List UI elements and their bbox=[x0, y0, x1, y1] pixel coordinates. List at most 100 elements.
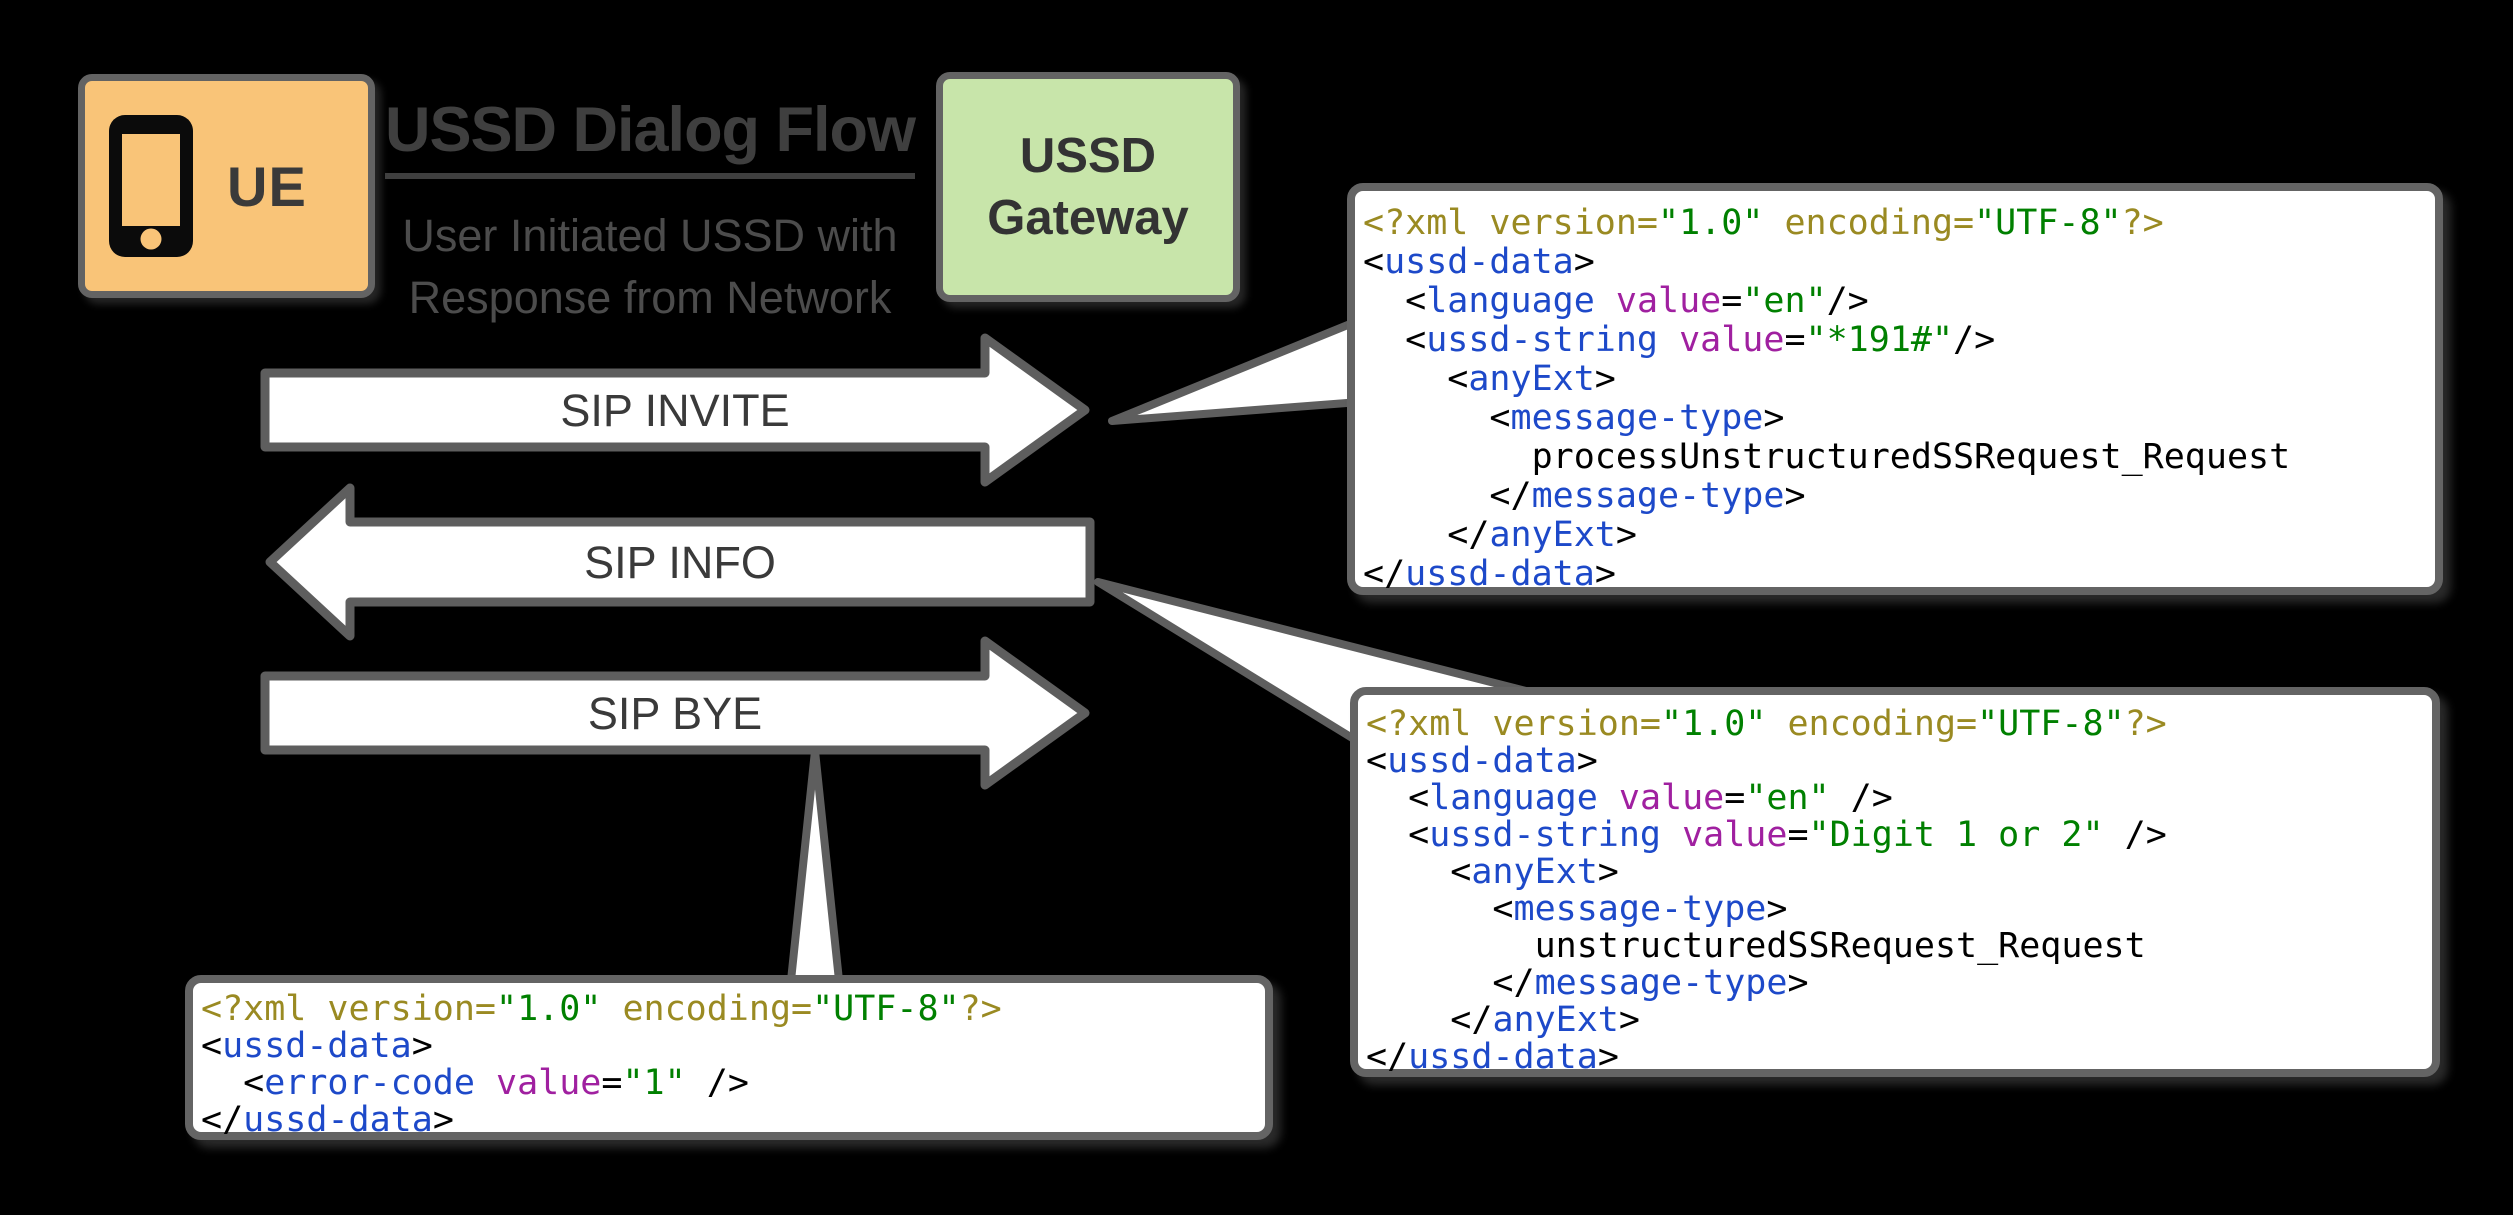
code-line: <ussd-string value="*191#"/> bbox=[1363, 321, 2429, 360]
code-token: > bbox=[1763, 398, 1785, 438]
code-token: <?xml version= bbox=[1366, 704, 1662, 744]
code-token: > bbox=[1766, 889, 1788, 929]
code-token: value bbox=[1615, 281, 1722, 321]
code-token: > bbox=[1615, 515, 1637, 555]
code-line: </ussd-data> bbox=[201, 1102, 1259, 1139]
code-token: message-type bbox=[1510, 398, 1764, 438]
diagram-subtitle: User Initiated USSD with Response from N… bbox=[330, 205, 970, 329]
code-token bbox=[1598, 778, 1619, 818]
sip-bye-xml-code: <?xml version="1.0" encoding="UTF-8"?><u… bbox=[201, 991, 1259, 1139]
callout-wedge-sip-bye bbox=[786, 747, 844, 994]
code-line: <anyExt> bbox=[1363, 360, 2429, 399]
code-token: <?xml version= bbox=[201, 989, 497, 1029]
code-token: /> bbox=[2103, 815, 2167, 855]
code-token: ?> bbox=[2121, 203, 2164, 243]
code-line: processUnstructuredSSRequest_Request bbox=[1363, 438, 2429, 477]
code-token: ussd-data bbox=[1387, 741, 1577, 781]
code-token: anyExt bbox=[1471, 852, 1598, 892]
code-token bbox=[1661, 815, 1682, 855]
code-line: </ussd-data> bbox=[1366, 1039, 2426, 1076]
code-token: anyExt bbox=[1492, 1000, 1619, 1040]
code-token: message-type bbox=[1531, 476, 1785, 516]
code-token: processUnstructuredSSRequest_Request bbox=[1363, 437, 2291, 477]
code-line: unstructuredSSRequest_Request bbox=[1366, 928, 2426, 965]
code-token: > bbox=[1576, 741, 1598, 781]
code-token: </ bbox=[1366, 1000, 1493, 1040]
code-token: value bbox=[496, 1063, 602, 1103]
code-token: /> bbox=[1953, 320, 1996, 360]
sip-bye-label: SIP BYE bbox=[587, 688, 763, 739]
code-token: /> bbox=[685, 1063, 749, 1103]
code-token: anyExt bbox=[1468, 359, 1595, 399]
subtitle-line-1: User Initiated USSD with bbox=[402, 210, 898, 261]
sip-invite-xml-box: <?xml version="1.0" encoding="UTF-8"?><u… bbox=[1347, 183, 2443, 595]
code-token: < bbox=[201, 1026, 223, 1066]
code-token: > bbox=[1787, 963, 1809, 1003]
code-token: language bbox=[1426, 281, 1595, 321]
code-token: > bbox=[411, 1026, 433, 1066]
code-token: encoding= bbox=[1763, 203, 1975, 243]
code-token: "UTF-8" bbox=[812, 989, 960, 1029]
code-token: ?> bbox=[2124, 704, 2167, 744]
code-token: value bbox=[1679, 320, 1785, 360]
arrow-sip-invite bbox=[260, 333, 1090, 487]
code-token: </ bbox=[201, 1100, 244, 1140]
code-token: ussd-string bbox=[1429, 815, 1662, 855]
code-line: <?xml version="1.0" encoding="UTF-8"?> bbox=[1363, 204, 2429, 243]
code-token: < bbox=[1366, 815, 1430, 855]
code-token: error-code bbox=[264, 1063, 475, 1103]
code-token: < bbox=[1366, 889, 1514, 929]
code-token bbox=[1658, 320, 1679, 360]
code-token: </ bbox=[1366, 1037, 1409, 1077]
code-line: </anyExt> bbox=[1366, 1002, 2426, 1039]
ue-label: UE bbox=[227, 154, 307, 218]
code-line: <error-code value="1" /> bbox=[201, 1065, 1259, 1102]
code-token: ussd-string bbox=[1426, 320, 1659, 360]
code-token: = bbox=[1784, 320, 1806, 360]
code-line: </message-type> bbox=[1363, 477, 2429, 516]
code-token: ?> bbox=[959, 989, 1002, 1029]
gateway-label-line-1: USSD bbox=[1019, 129, 1157, 183]
code-token bbox=[1595, 281, 1616, 321]
code-token: "1.0" bbox=[1661, 704, 1767, 744]
code-token: = bbox=[1724, 778, 1746, 818]
code-token: "UTF-8" bbox=[1974, 203, 2122, 243]
code-token: < bbox=[201, 1063, 265, 1103]
code-token: ussd-data bbox=[1408, 1037, 1598, 1077]
title-block: USSD Dialog Flow User Initiated USSD wit… bbox=[330, 94, 970, 329]
code-token: language bbox=[1429, 778, 1598, 818]
code-token: /> bbox=[1826, 281, 1869, 321]
code-token: anyExt bbox=[1489, 515, 1616, 555]
sip-info-xml-box: <?xml version="1.0" encoding="UTF-8"?><u… bbox=[1350, 687, 2440, 1077]
code-token: < bbox=[1363, 359, 1469, 399]
code-token: </ bbox=[1363, 515, 1490, 555]
code-token: < bbox=[1366, 852, 1472, 892]
code-token: "en" bbox=[1745, 778, 1830, 818]
code-token: < bbox=[1366, 778, 1430, 818]
sip-invite-label: SIP INVITE bbox=[560, 385, 790, 436]
code-token: unstructuredSSRequest_Request bbox=[1366, 926, 2146, 966]
code-token: > bbox=[1784, 476, 1806, 516]
code-line: <message-type> bbox=[1363, 399, 2429, 438]
code-token: </ bbox=[1363, 554, 1406, 594]
code-token: > bbox=[1594, 554, 1616, 594]
sip-info-label: SIP INFO bbox=[584, 537, 776, 588]
code-line: </message-type> bbox=[1366, 965, 2426, 1002]
code-token: ussd-data bbox=[1384, 242, 1574, 282]
code-token: message-type bbox=[1534, 963, 1788, 1003]
code-token: encoding= bbox=[1766, 704, 1978, 744]
code-token: "*191#" bbox=[1805, 320, 1954, 360]
code-token: "en" bbox=[1742, 281, 1827, 321]
code-token: > bbox=[1618, 1000, 1640, 1040]
code-token: > bbox=[432, 1100, 454, 1140]
code-line: <ussd-data> bbox=[1366, 743, 2426, 780]
arrow-sip-bye bbox=[260, 636, 1090, 790]
code-token: "UTF-8" bbox=[1977, 704, 2125, 744]
code-token: "1" bbox=[622, 1063, 686, 1103]
sip-invite-xml-code: <?xml version="1.0" encoding="UTF-8"?><u… bbox=[1363, 204, 2429, 594]
code-token: "Digit 1 or 2" bbox=[1808, 815, 2104, 855]
smartphone-icon bbox=[109, 115, 193, 257]
callout-wedge-sip-invite bbox=[1108, 316, 1364, 425]
